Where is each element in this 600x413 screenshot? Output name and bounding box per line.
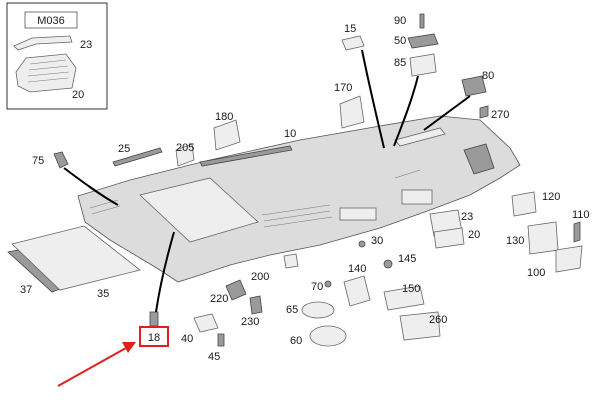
leader-lines	[63, 49, 471, 313]
part-100	[555, 245, 583, 273]
part-15	[341, 35, 365, 51]
label-110: 110	[572, 209, 590, 221]
label-75: 75	[32, 155, 44, 167]
part-90	[419, 13, 425, 29]
label-30: 30	[371, 235, 383, 247]
part-60	[309, 325, 347, 347]
label-85: 85	[394, 57, 406, 69]
label-180: 180	[215, 111, 233, 123]
part-35	[11, 225, 141, 291]
label-205: 205	[176, 142, 194, 154]
inset-code: M036	[37, 15, 65, 27]
part-65	[301, 301, 335, 319]
label-145: 145	[398, 253, 416, 265]
part-30	[358, 240, 366, 248]
part-50	[407, 33, 439, 49]
label-170: 170	[334, 82, 352, 94]
part-220	[225, 279, 247, 301]
inset-label-20: 20	[72, 89, 84, 101]
part-230	[249, 295, 263, 315]
label-90: 90	[394, 15, 406, 27]
part-180	[213, 119, 241, 151]
part-200	[283, 253, 299, 269]
label-80: 80	[482, 70, 494, 82]
part-110	[573, 221, 581, 243]
part-20	[433, 227, 465, 249]
label-120: 120	[542, 191, 560, 203]
label-70: 70	[311, 281, 323, 293]
highlighted-label: 18	[148, 332, 160, 344]
inset-label-23: 23	[80, 39, 92, 51]
part-40	[193, 313, 219, 333]
part-205	[175, 143, 195, 167]
part-75	[53, 151, 69, 169]
part-85	[409, 53, 437, 77]
label-40: 40	[181, 333, 193, 345]
label-130: 130	[506, 235, 524, 247]
label-100: 100	[527, 267, 545, 279]
part-130	[527, 221, 559, 255]
label-20: 20	[468, 229, 480, 241]
part-70	[324, 280, 332, 288]
label-35: 35	[97, 288, 109, 300]
label-37: 37	[20, 284, 32, 296]
part-25	[112, 147, 163, 167]
part-140	[343, 275, 371, 307]
headliner-10	[77, 115, 521, 283]
highlight-18: 18	[139, 326, 169, 347]
label-60: 60	[290, 335, 302, 347]
label-260: 260	[429, 314, 447, 326]
label-25: 25	[118, 143, 130, 155]
label-50: 50	[394, 35, 406, 47]
label-150: 150	[402, 283, 420, 295]
part-260	[399, 311, 441, 341]
part-80	[461, 75, 487, 97]
red-arrow-icon	[57, 342, 136, 387]
part-150	[383, 285, 425, 311]
label-10: 10	[284, 128, 296, 140]
inset-m036: M036 23 20	[6, 2, 108, 110]
part-18	[149, 311, 159, 327]
part-270	[479, 105, 489, 119]
label-15: 15	[344, 23, 356, 35]
label-200: 200	[251, 271, 269, 283]
label-270: 270	[491, 109, 509, 121]
part-labels: 15 90 50 85 80 170 270 180 10 25 205 75 …	[20, 15, 590, 363]
label-23: 23	[461, 211, 473, 223]
label-65: 65	[286, 304, 298, 316]
label-220: 220	[210, 293, 228, 305]
part-120	[511, 191, 537, 217]
label-45: 45	[208, 351, 220, 363]
label-230: 230	[241, 316, 259, 328]
part-170	[339, 95, 365, 129]
label-140: 140	[348, 263, 366, 275]
part-45	[217, 333, 225, 347]
part-145	[383, 259, 393, 269]
